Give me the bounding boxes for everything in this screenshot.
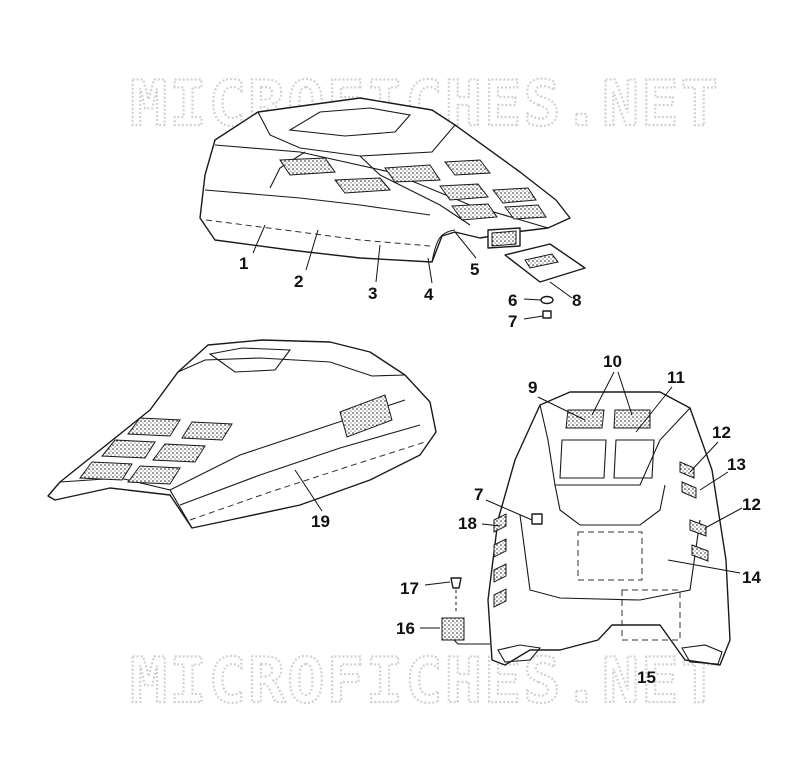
callout-10: 10 (603, 352, 622, 371)
callout-1: 1 (239, 254, 248, 273)
callout-7-bottom: 7 (474, 485, 483, 504)
callout-8: 8 (572, 291, 581, 310)
leader-lines (252, 224, 743, 629)
callout-16: 16 (396, 619, 415, 638)
callout-5: 5 (470, 260, 479, 279)
callout-17: 17 (400, 579, 419, 598)
callout-2: 2 (294, 272, 303, 291)
callout-14: 14 (742, 568, 761, 587)
callout-19: 19 (311, 512, 330, 531)
hood-upper-assembly (199, 97, 586, 319)
callout-9: 9 (528, 378, 537, 397)
hood-right-assembly (441, 391, 731, 666)
callout-3: 3 (368, 284, 377, 303)
watermark-bottom: MICROFICHES.NET (130, 644, 720, 717)
callout-12-lower: 12 (742, 495, 761, 514)
hood-left-assembly (47, 339, 437, 529)
callout-12-upper: 12 (712, 423, 731, 442)
callout-11: 11 (667, 368, 685, 387)
callout-labels: 1 2 3 4 5 6 7 8 9 10 11 12 13 12 14 15 1… (239, 254, 761, 687)
callout-13: 13 (727, 455, 746, 474)
callout-6: 6 (508, 291, 517, 310)
callout-18: 18 (458, 514, 477, 533)
callout-15: 15 (637, 668, 656, 687)
callout-4: 4 (424, 285, 434, 304)
callout-7-top: 7 (508, 312, 517, 331)
